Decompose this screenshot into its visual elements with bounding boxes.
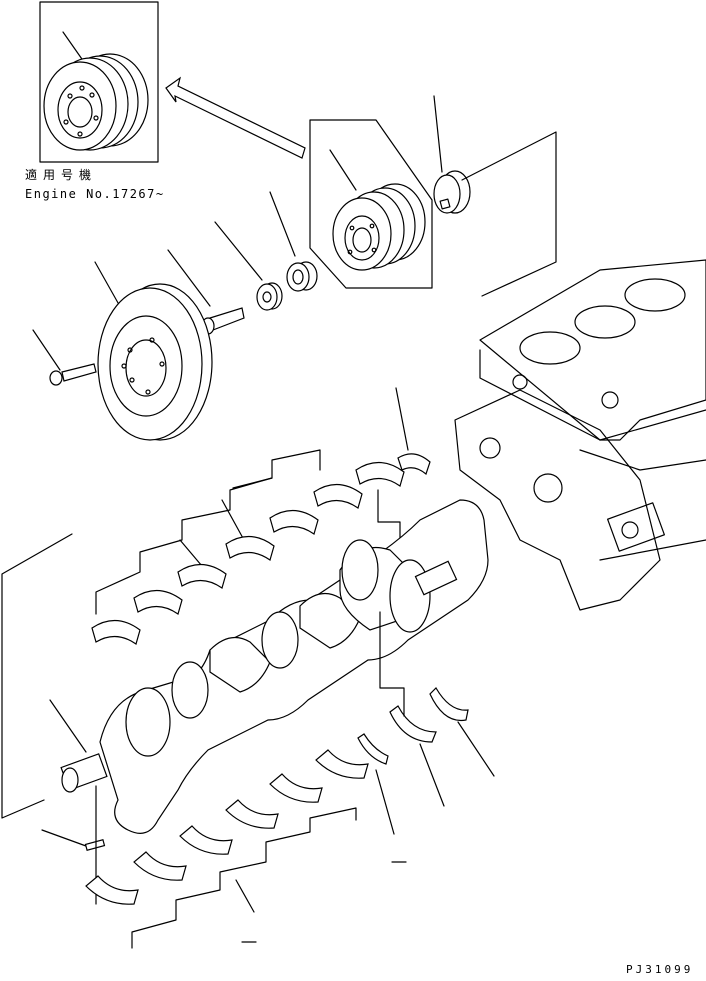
crankshaft xyxy=(49,499,489,834)
lower-main-bearings xyxy=(131,807,357,949)
drawing-code: PJ31099 xyxy=(626,963,694,976)
pulley-box xyxy=(309,119,433,289)
flange-bolt xyxy=(32,329,97,386)
bearing-shell xyxy=(85,749,369,905)
engine-number-label: Engine No.17267~ xyxy=(25,187,165,201)
applicability-label: 適用号機 xyxy=(25,168,98,182)
bearing-shell xyxy=(91,453,431,645)
crank-gear xyxy=(433,95,557,297)
washer xyxy=(214,221,283,311)
spacer xyxy=(269,191,318,292)
direction-arrow xyxy=(165,76,306,159)
inset-pulley-box xyxy=(39,1,159,163)
thrust-washers xyxy=(357,611,495,863)
damper-pulley xyxy=(94,261,213,441)
cylinder-block xyxy=(419,259,706,611)
bracket-left xyxy=(1,533,106,905)
